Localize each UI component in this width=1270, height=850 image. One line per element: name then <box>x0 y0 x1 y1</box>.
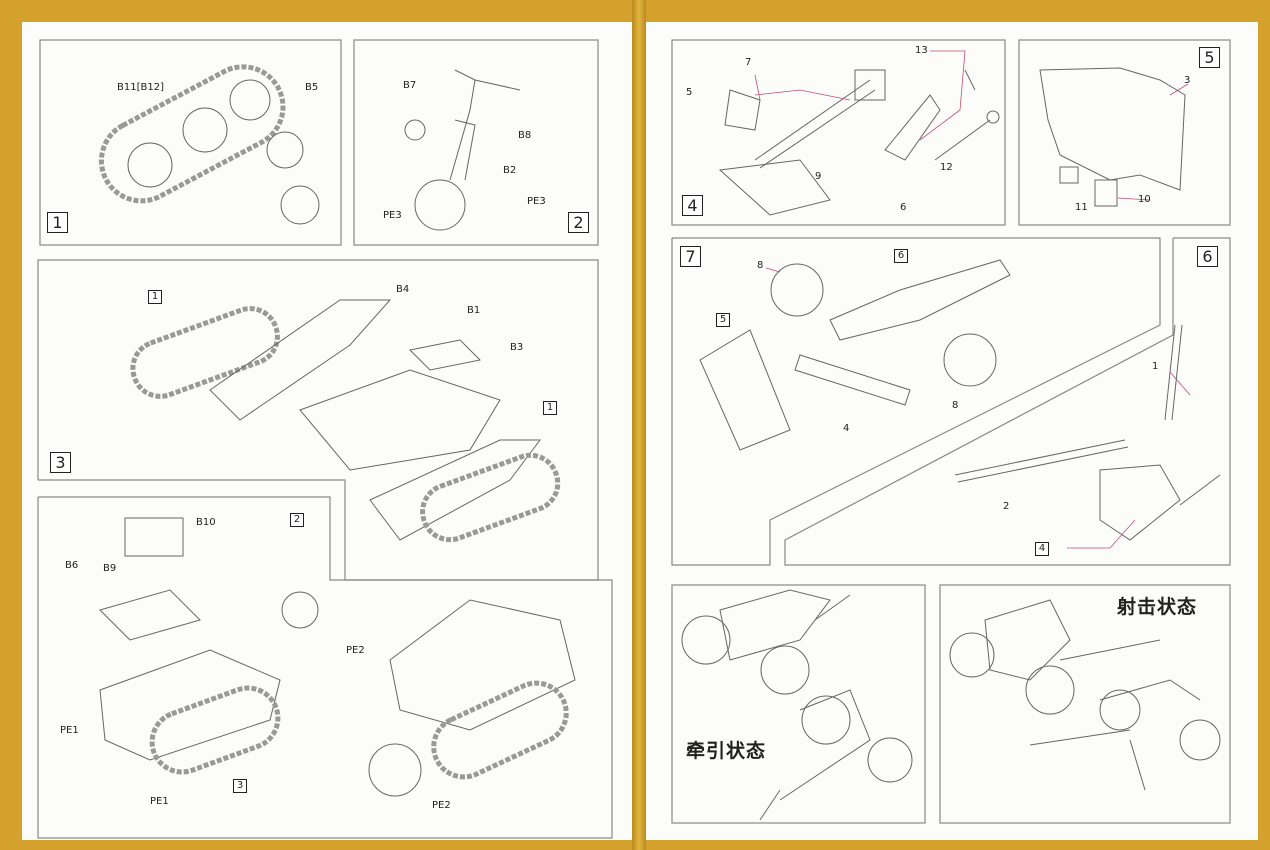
part-label: 8 <box>757 260 764 271</box>
reference-step-box: 5 <box>716 313 730 327</box>
towing-state-caption: 牵引状态 <box>686 740 767 762</box>
part-label: 7 <box>745 57 752 68</box>
part-label: PE1 <box>150 796 169 807</box>
part-label: PE2 <box>432 800 451 811</box>
part-label: 11 <box>1075 202 1088 213</box>
step-2-number: 2 <box>568 212 589 233</box>
part-label: B4 <box>396 284 410 295</box>
trail-assembly <box>954 324 1221 541</box>
part-label: PE1 <box>60 725 79 736</box>
step-7-number: 7 <box>680 246 701 267</box>
track-assembly-1 <box>98 64 320 225</box>
page-fold <box>632 0 646 850</box>
step-4-number: 4 <box>682 195 703 216</box>
reference-step-box: 4 <box>1035 542 1049 556</box>
part-label: PE2 <box>346 645 365 656</box>
part-label: 9 <box>815 171 822 182</box>
part-label: 2 <box>1003 501 1010 512</box>
leader-lines <box>754 50 1191 549</box>
part-label: 12 <box>940 162 953 173</box>
left-page <box>22 22 632 840</box>
gun-views <box>681 589 1221 821</box>
part-label: PE3 <box>383 210 402 221</box>
reference-step-box: 6 <box>894 249 908 263</box>
gun-parts <box>718 69 1000 216</box>
step-5-number: 5 <box>1199 47 1220 68</box>
hull-assembly <box>130 299 561 543</box>
part-label: 6 <box>900 202 907 213</box>
part-label: B11[B12] <box>117 82 164 93</box>
reference-step-box: 3 <box>233 779 247 793</box>
part-label: PE3 <box>527 196 546 207</box>
part-label: 13 <box>915 45 928 56</box>
step-3-number: 3 <box>50 452 71 473</box>
part-label: B3 <box>510 342 524 353</box>
part-label: B9 <box>103 563 117 574</box>
reference-step-box: 1 <box>148 290 162 304</box>
reference-step-box: 2 <box>290 513 304 527</box>
step-1-number: 1 <box>47 212 68 233</box>
step-6-number: 6 <box>1197 246 1218 267</box>
part-label: 5 <box>686 87 693 98</box>
right-page <box>646 22 1258 840</box>
part-label: 10 <box>1138 194 1151 205</box>
part-label: 3 <box>1184 75 1191 86</box>
part-label: B10 <box>196 517 216 528</box>
part-label: 1 <box>1152 361 1159 372</box>
panel-borders <box>37 39 1231 839</box>
part-label: B5 <box>305 82 319 93</box>
firing-state-caption: 射击状态 <box>1117 596 1198 618</box>
part-label: B1 <box>467 305 481 316</box>
part-label: 4 <box>843 423 850 434</box>
part-label: 8 <box>952 400 959 411</box>
part-label: B2 <box>503 165 517 176</box>
reference-step-box: 1 <box>543 401 557 415</box>
gun-shield <box>1039 67 1186 207</box>
motorcycle-parts <box>404 69 521 231</box>
carriage-assembly <box>699 259 1011 451</box>
part-label: B8 <box>518 130 532 141</box>
part-label: B6 <box>65 560 79 571</box>
part-label: B7 <box>403 80 417 91</box>
vehicle-assembly <box>99 517 576 797</box>
